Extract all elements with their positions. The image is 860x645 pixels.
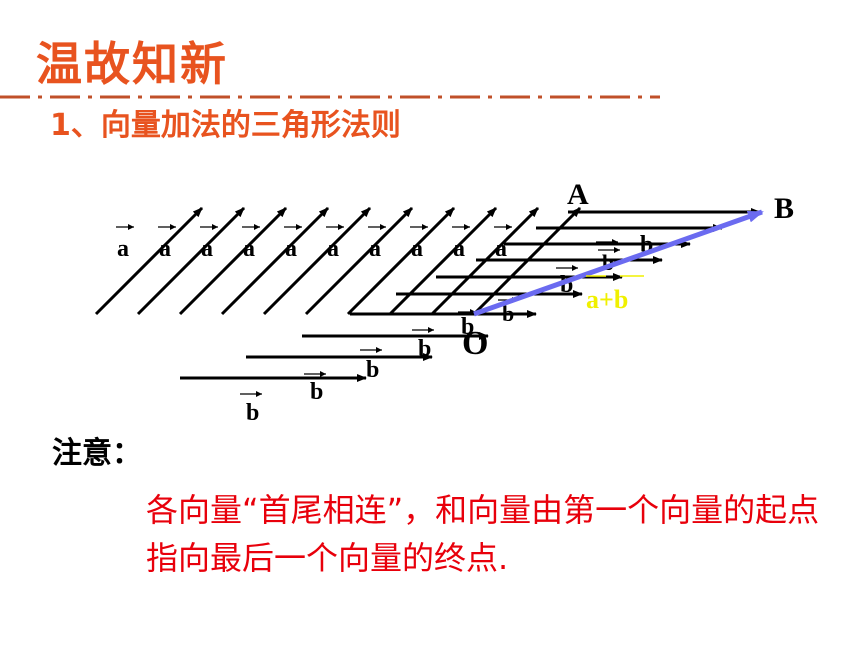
a-vector-8: [388, 206, 498, 316]
svg-text:a: a: [243, 236, 255, 262]
a-vectors: [94, 206, 582, 316]
a-vector-4: [220, 206, 330, 316]
a-labels: a a a a a a a a a a: [116, 224, 512, 262]
a-label-3: a: [200, 224, 218, 262]
svg-text:b: b: [502, 301, 514, 326]
svg-text:b: b: [461, 314, 474, 340]
title-divider: [0, 95, 660, 99]
a-label-5: a: [284, 224, 302, 262]
svg-text:a: a: [117, 236, 129, 262]
svg-text:b: b: [418, 336, 431, 362]
a-label-1: a: [116, 224, 134, 262]
a-vector-2: [136, 206, 246, 316]
a-vector-6: [304, 206, 414, 316]
b-label-3: b: [360, 347, 382, 383]
sum-vector-arrow: [473, 209, 764, 317]
b-label-2: b: [304, 371, 326, 405]
svg-text:b: b: [246, 400, 259, 426]
a-vector-7: [346, 206, 456, 316]
a-vector-5: [262, 206, 372, 316]
svg-text:a: a: [327, 236, 339, 262]
svg-text:a: a: [285, 236, 297, 262]
sum-label: a+b: [586, 275, 644, 314]
note-text: 各向量“首尾相连”，和向量由第一个向量的起点指向最后一个向量的终点.: [146, 491, 820, 577]
a-label-2: a: [158, 224, 176, 262]
b-label-4: b: [412, 327, 434, 362]
svg-text:a: a: [159, 236, 171, 262]
note-label: 注意：: [52, 436, 142, 471]
b-label-1: b: [240, 391, 262, 426]
svg-text:a: a: [411, 236, 423, 262]
svg-text:b: b: [310, 379, 323, 405]
b-label-5: b: [458, 309, 476, 340]
a-label-4: a: [242, 224, 260, 262]
point-o-label: O: [462, 325, 488, 362]
a-label-8: a: [410, 224, 428, 262]
page-title: 温故知新: [36, 37, 228, 91]
a-label-9: a: [452, 224, 470, 262]
a-label-6: a: [326, 224, 344, 262]
svg-text:b: b: [366, 357, 379, 383]
svg-text:a+b: a+b: [586, 285, 628, 314]
a-vector-1: [94, 206, 204, 316]
svg-text:a: a: [369, 236, 381, 262]
a-vector-3: [178, 206, 288, 316]
section-heading: 1、向量加法的三角形法则: [50, 108, 401, 143]
a-label-7: a: [368, 224, 386, 262]
point-a-label: A: [567, 178, 589, 211]
svg-text:a: a: [453, 236, 465, 262]
svg-text:a: a: [201, 236, 213, 262]
svg-text:a: a: [495, 236, 507, 262]
b-vectors: [180, 208, 761, 382]
point-b-label: B: [774, 192, 794, 225]
